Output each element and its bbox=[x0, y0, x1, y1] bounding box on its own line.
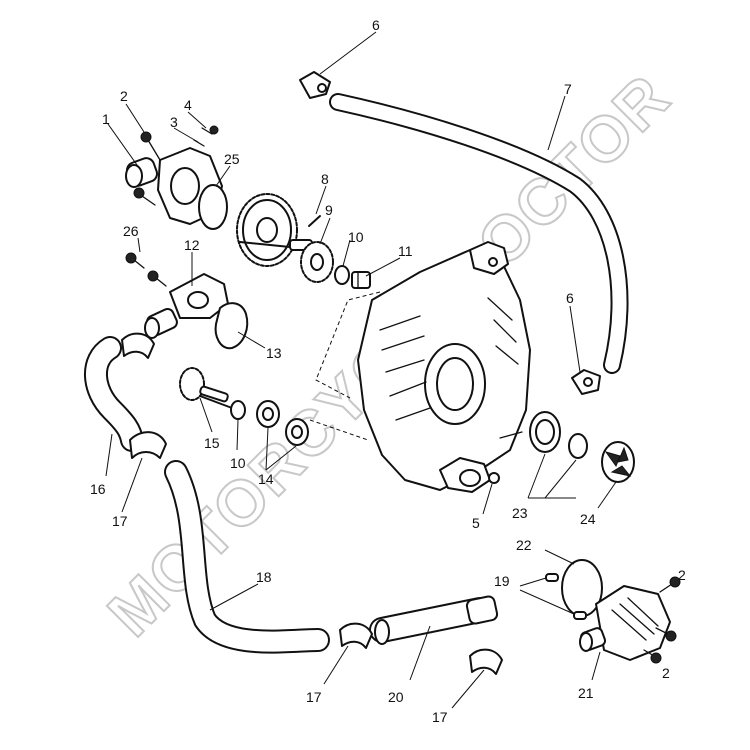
callout-17-left: 17 bbox=[112, 513, 128, 529]
callout-20: 20 bbox=[388, 689, 404, 705]
bolt-1-lower bbox=[133, 187, 156, 206]
clamp-17-left bbox=[129, 431, 167, 459]
pin-8 bbox=[308, 215, 321, 227]
hose-7 bbox=[329, 93, 629, 374]
o-ring-25 bbox=[198, 184, 228, 230]
callout-3: 3 bbox=[170, 114, 178, 130]
callout-4: 4 bbox=[184, 97, 192, 113]
callout-17-middle: 17 bbox=[306, 689, 322, 705]
callout-11: 11 bbox=[398, 243, 413, 259]
hose-20 bbox=[369, 595, 499, 645]
gear-9 bbox=[300, 241, 334, 283]
clamp-upper-16 bbox=[121, 332, 155, 359]
callout-6-right: 6 bbox=[566, 290, 574, 306]
pump-cover-21 bbox=[579, 585, 671, 661]
crankcase-cover bbox=[357, 241, 531, 493]
callout-21: 21 bbox=[578, 685, 594, 701]
bolts-26 bbox=[125, 252, 167, 287]
callout-19: 19 bbox=[494, 573, 510, 589]
hose-18 bbox=[164, 460, 330, 654]
callout-12: 12 bbox=[184, 237, 200, 253]
callout-9: 9 bbox=[325, 202, 333, 218]
bolt-2-right-a bbox=[659, 576, 681, 593]
washer-10-top bbox=[334, 265, 350, 285]
callout-6-top: 6 bbox=[372, 17, 380, 33]
bearing-14b bbox=[285, 418, 309, 446]
callout-23: 23 bbox=[512, 505, 528, 521]
shaft-gear-15 bbox=[179, 367, 233, 409]
callout-5: 5 bbox=[472, 515, 480, 531]
callout-10-top: 10 bbox=[348, 229, 364, 245]
callout-10-lower: 10 bbox=[230, 455, 246, 471]
callout-7: 7 bbox=[564, 81, 572, 97]
callout-13: 13 bbox=[266, 345, 282, 361]
callout-15: 15 bbox=[204, 435, 220, 451]
callout-1: 1 bbox=[102, 111, 110, 127]
assembly-line-upper bbox=[315, 291, 381, 399]
callout-22: 22 bbox=[516, 537, 532, 553]
callout-26: 26 bbox=[123, 223, 139, 239]
hose-16 bbox=[84, 336, 144, 452]
gear-large bbox=[236, 193, 313, 267]
callout-2-top: 2 bbox=[120, 88, 128, 104]
clamp-6-top bbox=[299, 71, 331, 99]
impeller-24 bbox=[601, 441, 635, 483]
leader-lines bbox=[105, 31, 617, 709]
callout-18: 18 bbox=[256, 569, 272, 585]
dowel-19a bbox=[545, 573, 559, 582]
callout-14: 14 bbox=[258, 471, 274, 487]
bearing-14a bbox=[256, 400, 280, 428]
bolt-4 bbox=[201, 125, 219, 135]
callout-16: 16 bbox=[90, 481, 106, 497]
callout-2-right-b: 2 bbox=[662, 665, 670, 681]
callout-8: 8 bbox=[321, 171, 329, 187]
bearing-11 bbox=[351, 271, 371, 289]
clamp-17-bottom bbox=[469, 648, 503, 675]
callout-2-right-a: 2 bbox=[678, 567, 686, 583]
callout-17-bottom: 17 bbox=[432, 709, 448, 725]
clamp-6-right bbox=[571, 369, 601, 395]
bolt-2-right-b bbox=[655, 627, 677, 642]
clamp-17-middle bbox=[339, 622, 373, 649]
bolt-2-right-c bbox=[643, 649, 662, 664]
washer-10-lower bbox=[230, 400, 246, 420]
callout-24: 24 bbox=[580, 511, 596, 527]
seal-23 bbox=[529, 411, 588, 459]
bolt-2-top bbox=[140, 131, 161, 161]
assembly-line-lower bbox=[309, 419, 369, 441]
dowel-19b bbox=[573, 611, 587, 620]
gasket-13 bbox=[214, 302, 249, 350]
callout-labels: 6 7 2 4 1 3 25 8 9 26 10 12 11 6 13 15 1… bbox=[90, 17, 686, 725]
callout-25: 25 bbox=[224, 151, 240, 167]
